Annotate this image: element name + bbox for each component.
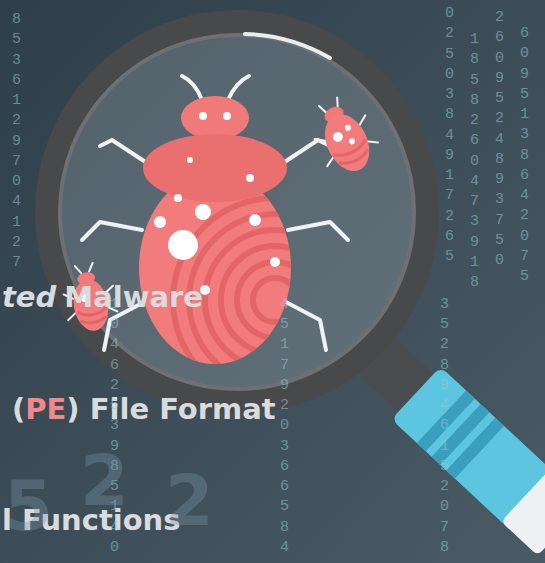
title-fragment: ) File Format <box>66 392 275 426</box>
digit-column: 4517920366584 <box>280 295 289 558</box>
magnifier-ring <box>47 22 427 402</box>
large-digit: 2 <box>80 440 129 522</box>
digit-column: 8536129704127 <box>12 10 21 273</box>
digit-column: 0250384917265 <box>445 4 454 267</box>
bug-main <box>82 76 377 402</box>
digit-column: 6095138642075 <box>520 24 529 287</box>
lens-glint <box>245 34 330 58</box>
large-digit: 5 <box>4 465 53 547</box>
ring-inner-edge <box>60 35 414 389</box>
digit-column: 2609524893750 <box>495 8 504 271</box>
magnifier-lens <box>47 22 427 402</box>
digit-column: 1858260473918 <box>470 30 479 293</box>
title-fragment: Malware <box>64 280 203 314</box>
title-fragment: PE <box>25 392 66 426</box>
title-fragment: ted <box>2 280 56 314</box>
digit-column: 3528946152078 <box>440 295 449 558</box>
large-digit: 2 <box>165 460 214 542</box>
bug-small <box>303 90 385 182</box>
title-fragment: ( <box>12 392 25 426</box>
